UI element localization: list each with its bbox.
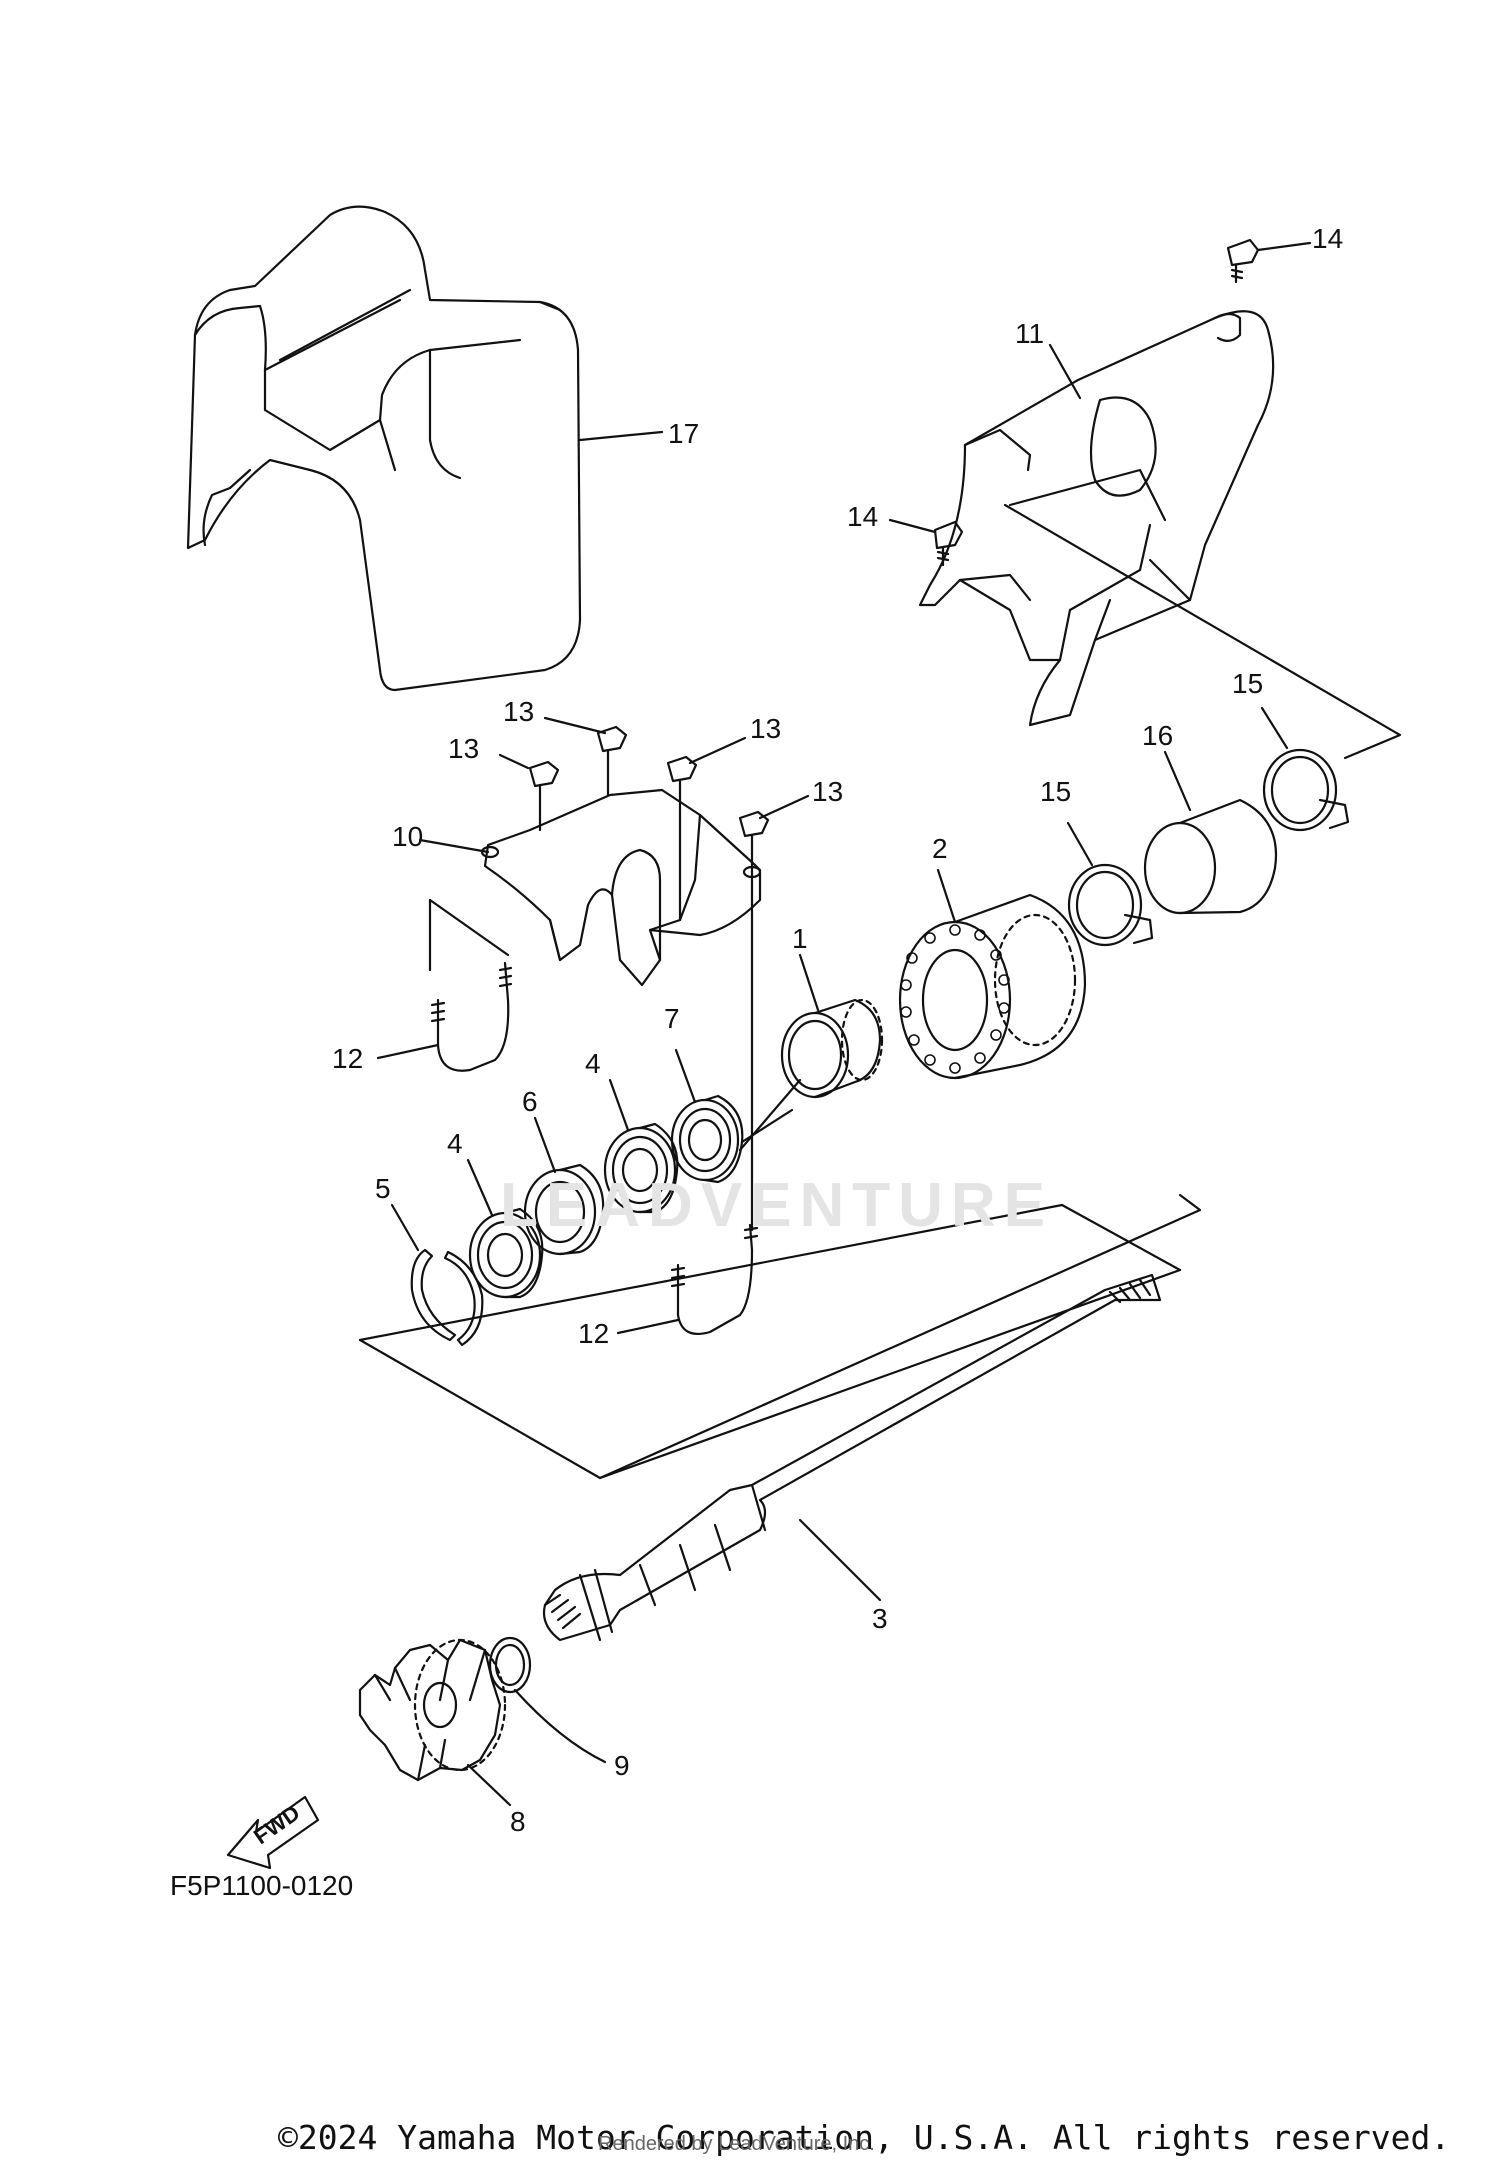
part-7-seal bbox=[672, 1050, 792, 1182]
part-14-bolt-top bbox=[1228, 240, 1310, 282]
callout-12-lower: 12 bbox=[578, 1318, 610, 1349]
part-12-ubolt-upper bbox=[378, 963, 511, 1071]
part-3-shaft bbox=[544, 1275, 1160, 1640]
callout-13-a: 13 bbox=[448, 733, 480, 764]
part-4-seal-lower bbox=[468, 1160, 542, 1297]
part-13-nuts bbox=[500, 718, 808, 1230]
callout-15-left: 15 bbox=[1040, 776, 1072, 807]
copyright-notice: ©2024 Yamaha Motor Corporation, U.S.A. A… bbox=[278, 2118, 1451, 2157]
callout-14-left: 14 bbox=[847, 501, 879, 532]
fwd-arrow-icon bbox=[228, 1797, 318, 1868]
callout-13-b: 13 bbox=[503, 696, 535, 727]
watermark: LEADVENTURE bbox=[500, 1171, 1054, 1240]
callout-12-upper: 12 bbox=[332, 1043, 364, 1074]
callout-13-d: 13 bbox=[812, 776, 844, 807]
assembly-outline bbox=[360, 1080, 1200, 1478]
part-5-circlip bbox=[392, 1205, 482, 1345]
part-14-bolt-left bbox=[890, 520, 962, 565]
part-2-liner bbox=[900, 870, 1085, 1078]
part-17-cover bbox=[188, 207, 662, 690]
callout-7: 7 bbox=[664, 1003, 680, 1034]
part-8-coupler bbox=[360, 1640, 510, 1805]
part-15-clamp-left bbox=[1068, 823, 1152, 945]
part-15-clamp-right bbox=[1262, 708, 1348, 830]
part-9-washer bbox=[490, 1638, 605, 1762]
callout-9: 9 bbox=[614, 1750, 630, 1781]
rendered-by: Rendered by LeadVenture, Inc. bbox=[598, 2133, 875, 2155]
callout-14-top: 14 bbox=[1312, 223, 1344, 254]
callout-15-right: 15 bbox=[1232, 668, 1264, 699]
part-6-bearing bbox=[525, 1118, 603, 1254]
callout-4-lower: 4 bbox=[447, 1128, 463, 1159]
figure-code: F5P1100-0120 bbox=[170, 1870, 354, 1901]
callout-6: 6 bbox=[522, 1086, 538, 1117]
callout-1: 1 bbox=[792, 923, 808, 954]
part-11-housing bbox=[920, 311, 1400, 758]
part-1-bushing bbox=[782, 955, 882, 1097]
part-4-seal-upper bbox=[605, 1080, 677, 1212]
callout-13-c: 13 bbox=[750, 713, 782, 744]
part-12-ubolt-lower bbox=[618, 1225, 757, 1334]
part-10-bracket bbox=[420, 790, 760, 985]
callout-10: 10 bbox=[392, 821, 424, 852]
part-16-sleeve bbox=[1145, 752, 1276, 913]
callout-2: 2 bbox=[932, 833, 948, 864]
callout-16: 16 bbox=[1142, 720, 1174, 751]
callout-4-upper: 4 bbox=[585, 1048, 601, 1079]
callout-3: 3 bbox=[872, 1603, 888, 1634]
callout-8: 8 bbox=[510, 1806, 526, 1837]
callout-11: 11 bbox=[1015, 318, 1045, 349]
callout-17: 17 bbox=[668, 418, 700, 449]
callout-5: 5 bbox=[375, 1173, 391, 1204]
